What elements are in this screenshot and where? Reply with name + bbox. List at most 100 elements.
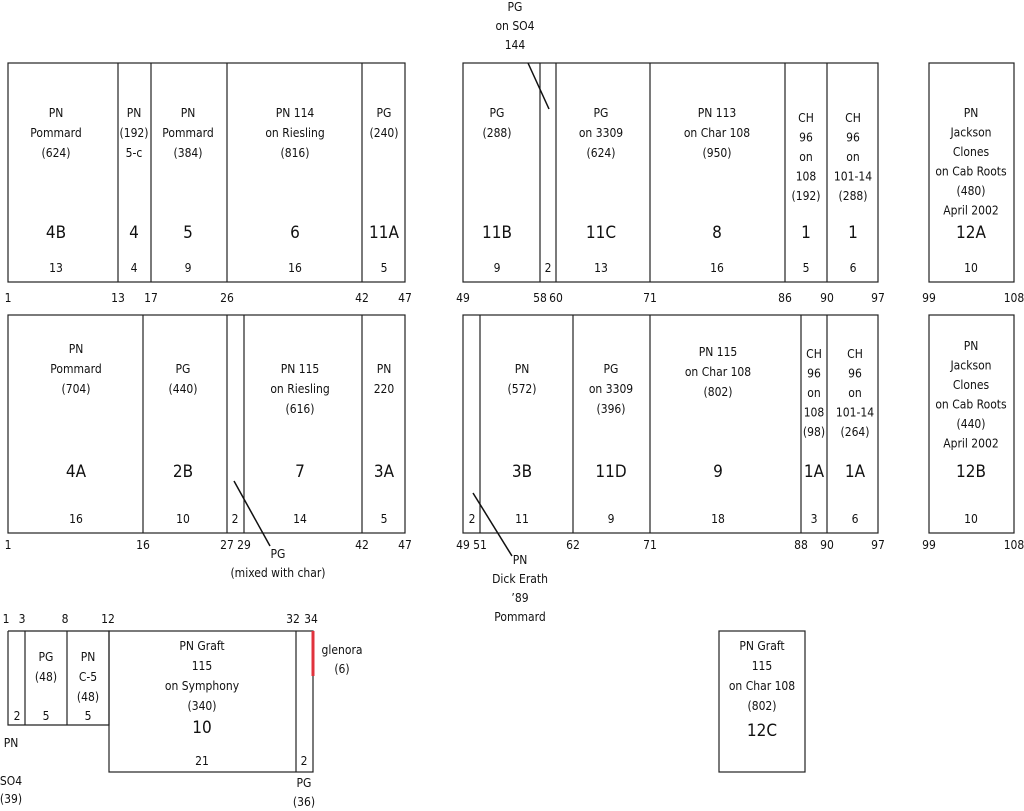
row-number-tick: 12 bbox=[101, 612, 115, 626]
plot-label-line: PN 113 bbox=[698, 106, 737, 120]
callout-text: PG bbox=[508, 0, 523, 14]
row-count: 2 bbox=[301, 754, 308, 768]
row-number-tick: 49 bbox=[456, 538, 470, 552]
plot-label-line: (288) bbox=[482, 126, 511, 140]
plot-label-line: 220 bbox=[374, 382, 395, 396]
callout-text: SO4 bbox=[0, 774, 22, 788]
row-number-tick: 97 bbox=[871, 538, 885, 552]
callout-pointer bbox=[472, 492, 513, 557]
plot-label-line: on bbox=[807, 386, 820, 400]
field-outline bbox=[718, 630, 806, 773]
callout-text: ’89 bbox=[511, 591, 528, 605]
vine-plot: 2 bbox=[232, 512, 239, 526]
plot-label-line: 96 bbox=[848, 367, 862, 381]
block-number: 5 bbox=[183, 223, 193, 243]
plot-label-line: PG bbox=[377, 106, 392, 120]
row-number-tick: 58 bbox=[533, 291, 547, 305]
row-number-tick: 86 bbox=[778, 291, 792, 305]
plot-label-line: (240) bbox=[369, 126, 398, 140]
plot-label-line: on Char 108 bbox=[684, 126, 750, 140]
plot-label-line: CH bbox=[847, 347, 863, 361]
row-number-tick: 1 bbox=[5, 291, 12, 305]
block-number: 11C bbox=[586, 223, 616, 243]
plot-label-line: PG bbox=[490, 106, 505, 120]
plot-label-line: (802) bbox=[703, 385, 732, 399]
row-number-tick: 32 bbox=[286, 612, 300, 626]
plot-label-line: 101-14 bbox=[836, 406, 874, 420]
plot-label-line: 96 bbox=[807, 367, 821, 381]
callout-text: 144 bbox=[505, 38, 526, 52]
plot-label-line: on Char 108 bbox=[685, 365, 751, 379]
plot-label-line: on 3309 bbox=[579, 126, 623, 140]
block-number: 9 bbox=[713, 462, 723, 482]
plot-label-line: 108 bbox=[804, 406, 825, 420]
block-number: 7 bbox=[295, 462, 305, 482]
block-number: 4B bbox=[46, 223, 66, 243]
plot-label-line: April 2002 bbox=[943, 437, 999, 451]
plot-label-line: Pommard bbox=[50, 362, 101, 376]
plot-label-line: (192) bbox=[791, 189, 820, 203]
vine-plot: 2 bbox=[301, 754, 308, 768]
block-number: 4 bbox=[129, 223, 139, 243]
block-number: 8 bbox=[712, 223, 722, 243]
plot-label-line: (624) bbox=[41, 146, 70, 160]
plot-label-line: (704) bbox=[61, 382, 90, 396]
plot-label-line: PN bbox=[964, 339, 979, 353]
callout-text: PG bbox=[271, 547, 286, 561]
field-outline bbox=[462, 314, 879, 534]
plot-label-line: (288) bbox=[838, 189, 867, 203]
vine-plot: PN(192)5-c44 bbox=[119, 106, 148, 275]
callout-text: (6) bbox=[334, 662, 349, 676]
block-number: 3B bbox=[512, 462, 532, 482]
plot-label-line: PN 114 bbox=[276, 106, 315, 120]
plot-label-line: on bbox=[846, 150, 859, 164]
plot-label-line: Pommard bbox=[30, 126, 81, 140]
vine-plot: 2 bbox=[545, 261, 552, 275]
plot-label-line: CH bbox=[806, 347, 822, 361]
callout-text: PG bbox=[297, 776, 312, 790]
plot-label-line: (48) bbox=[35, 670, 57, 684]
block-number: 12B bbox=[956, 462, 986, 482]
row-number-tick: 97 bbox=[871, 291, 885, 305]
row-count: 13 bbox=[49, 261, 63, 275]
callout-pointer bbox=[233, 480, 271, 547]
row-count: 6 bbox=[852, 512, 859, 526]
row-number-tick: 88 bbox=[794, 538, 808, 552]
plot-label-line: 96 bbox=[799, 131, 813, 145]
plot-label-line: (48) bbox=[77, 690, 99, 704]
plot-label-line: on bbox=[848, 386, 861, 400]
block-number: 1 bbox=[848, 223, 858, 243]
callout-text: PN bbox=[4, 736, 19, 750]
block-number: 11D bbox=[595, 462, 626, 482]
block-number: 12C bbox=[747, 721, 777, 741]
plot-label-line: PN bbox=[964, 106, 979, 120]
plot-label-line: (616) bbox=[285, 402, 314, 416]
row-number-tick: 42 bbox=[355, 538, 369, 552]
block-number: 12A bbox=[956, 223, 986, 243]
field-outline bbox=[928, 62, 1015, 283]
row-count: 2 bbox=[469, 512, 476, 526]
plot-label-line: PN bbox=[181, 106, 196, 120]
row-number-tick: 99 bbox=[922, 291, 936, 305]
row-number-tick: 3 bbox=[19, 612, 26, 626]
row-number-tick: 62 bbox=[566, 538, 580, 552]
row-count: 6 bbox=[850, 261, 857, 275]
callout-text: (mixed with char) bbox=[230, 566, 325, 580]
row-count: 2 bbox=[545, 261, 552, 275]
row-number-tick: 60 bbox=[549, 291, 563, 305]
